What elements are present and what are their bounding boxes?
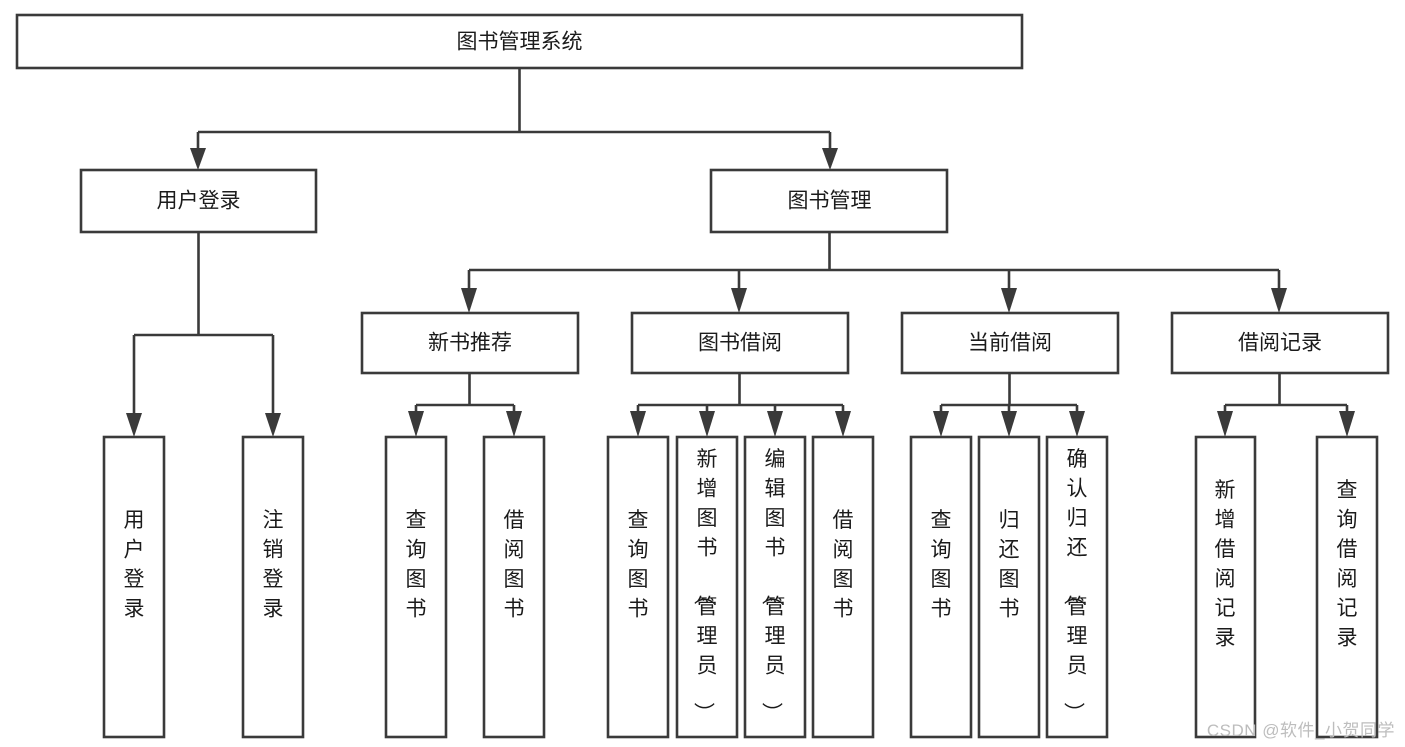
node-current-borrow-box[interactable] [900,311,1120,375]
node-leaf-add-book[interactable]: 新增图书（管理员） [675,435,739,739]
node-leaf-return-book-box[interactable] [977,435,1041,739]
node-user-login-label: 用户登录 [157,190,241,213]
node-leaf-borrow-book-2-label: 借阅图书 [833,509,854,621]
node-new-book-recommend-box[interactable] [360,311,580,375]
node-leaf-user-login[interactable]: 用户登录 [102,435,166,739]
node-borrow-record-box[interactable] [1170,311,1390,375]
node-leaf-add-book-label: 新增图书（管理员） [692,448,718,723]
arrow-head-leaf-add-book [699,411,715,437]
node-book-borrow-label: 图书借阅 [698,332,782,355]
arrow-head-new-book-recommend [461,288,477,313]
arrow-head-leaf-user-login [126,413,142,437]
node-leaf-confirm-return-box[interactable] [1045,435,1109,739]
arrow-head-current-borrow [1001,288,1017,313]
node-leaf-query-record-label: 查询借阅记录 [1337,479,1358,650]
node-leaf-query-book-3-label: 查询图书 [931,509,952,621]
node-leaf-edit-book[interactable]: 编辑图书（管理员） [743,435,807,739]
node-book-manage-box[interactable] [709,168,949,234]
node-leaf-borrow-book-1[interactable]: 借阅图书 [482,435,546,739]
node-leaf-user-login-box[interactable] [102,435,166,739]
arrow-head-leaf-confirm-return [1069,411,1085,437]
node-leaf-borrow-book-1-box[interactable] [482,435,546,739]
node-user-login-box[interactable] [79,168,318,234]
node-book-borrow[interactable]: 图书借阅 [630,311,850,375]
arrow-head-leaf-query-record [1339,411,1355,437]
arrow-head-leaf-query-book-1 [408,411,424,437]
node-leaf-query-book-2[interactable]: 查询图书 [606,435,670,739]
arrow-head-leaf-edit-book [767,411,783,437]
node-book-borrow-box[interactable] [630,311,850,375]
node-current-borrow[interactable]: 当前借阅 [900,311,1120,375]
node-leaf-add-record-label: 新增借阅记录 [1215,479,1236,650]
arrow-head-user-login [190,148,206,170]
node-leaf-add-book-box[interactable] [675,435,739,739]
node-new-book-recommend-label: 新书推荐 [428,332,512,355]
arrow-head-borrow-record [1271,288,1287,313]
arrow-head-book-borrow [731,288,747,313]
connector-layer [126,68,1355,437]
node-leaf-query-book-1-label: 查询图书 [406,509,427,621]
node-leaf-query-book-1[interactable]: 查询图书 [384,435,448,739]
node-current-borrow-label: 当前借阅 [968,332,1052,355]
node-leaf-borrow-book-2[interactable]: 借阅图书 [811,435,875,739]
node-borrow-record[interactable]: 借阅记录 [1170,311,1390,375]
node-leaf-query-book-2-box[interactable] [606,435,670,739]
node-leaf-confirm-return-label: 确认归还（管理员） [1062,448,1088,723]
node-new-book-recommend[interactable]: 新书推荐 [360,311,580,375]
node-book-manage-label: 图书管理 [788,190,872,213]
arrow-head-book-manage [822,148,838,170]
node-leaf-query-book-2-label: 查询图书 [628,509,649,621]
arrow-head-leaf-return-book [1001,411,1017,437]
arrow-head-leaf-query-book-2 [630,411,646,437]
node-leaf-query-book-3-box[interactable] [909,435,973,739]
arrow-head-leaf-borrow-book-1 [506,411,522,437]
node-root-label: 图书管理系统 [457,31,583,54]
node-leaf-query-record[interactable]: 查询借阅记录 [1315,435,1379,739]
node-leaf-query-book-1-box[interactable] [384,435,448,739]
node-book-manage[interactable]: 图书管理 [709,168,949,234]
node-leaf-add-record-box[interactable] [1194,435,1257,739]
node-leaf-user-logout-label: 注销登录 [263,509,284,621]
node-leaf-add-record[interactable]: 新增借阅记录 [1194,435,1257,739]
csdn-watermark: CSDN @软件_小贺同学 [1206,721,1395,740]
node-borrow-record-label: 借阅记录 [1238,332,1322,355]
arrow-head-leaf-add-record [1217,411,1233,437]
node-leaf-query-book-3[interactable]: 查询图书 [909,435,973,739]
node-leaf-query-record-box[interactable] [1315,435,1379,739]
node-leaf-user-logout[interactable]: 注销登录 [241,435,305,739]
node-leaf-borrow-book-2-box[interactable] [811,435,875,739]
node-leaf-user-login-label: 用户登录 [124,509,145,621]
arrow-head-leaf-query-book-3 [933,411,949,437]
node-root[interactable]: 图书管理系统 [15,13,1024,70]
node-leaf-return-book-label: 归还图书 [999,509,1020,621]
node-leaf-return-book[interactable]: 归还图书 [977,435,1041,739]
node-leaf-confirm-return[interactable]: 确认归还（管理员） [1045,435,1109,739]
arrow-head-leaf-user-logout [265,413,281,437]
node-leaf-borrow-book-1-label: 借阅图书 [504,509,525,621]
node-leaf-edit-book-label: 编辑图书（管理员） [760,448,786,723]
node-user-login[interactable]: 用户登录 [79,168,318,234]
node-root-box[interactable] [15,13,1024,70]
node-leaf-edit-book-box[interactable] [743,435,807,739]
arrow-head-leaf-borrow-book-2 [835,411,851,437]
node-leaf-user-logout-box[interactable] [241,435,305,739]
